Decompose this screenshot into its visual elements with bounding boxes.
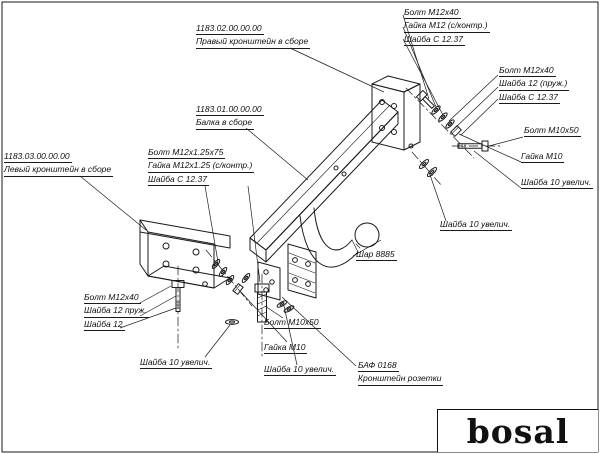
callout-bolt-m10-right: Болт М10х50 — [524, 124, 581, 138]
part-name: Балка в сборе — [196, 116, 255, 130]
washer-label: Шайба 10 увелич. — [140, 356, 213, 370]
bolt-label: Болт М12х40 — [84, 291, 141, 305]
bolt-label: Болт М12х40 — [404, 6, 461, 20]
washer-label: Шайба 10 увелич. — [264, 363, 337, 377]
washer-10-icon — [426, 166, 438, 178]
washer-icon — [431, 105, 441, 115]
washer-label: Шайба С 12.37 — [499, 91, 560, 104]
bolt-label: Болт М10х50 — [264, 316, 321, 330]
nut-label: Гайка М12 (с/контр.) — [404, 19, 490, 33]
brand-logo: bosal — [466, 411, 570, 451]
leader-lines — [79, 14, 524, 367]
washer-icon — [218, 266, 228, 278]
washer-label: Шайба 10 увелич. — [521, 176, 594, 190]
part-number: 1183.03.00.00.00 — [4, 150, 72, 164]
ball-label: Шар 8885 — [356, 248, 397, 262]
part-name: Левый кронштейн в сборе — [4, 163, 114, 177]
callout-washer10-bottom: Шайба 10 увелич. — [264, 363, 337, 377]
callout-washer10-right: Шайба 10 увелич. — [521, 176, 594, 190]
washer-label: Шайба 12 (пруж.) — [499, 77, 570, 91]
bolt-m10x50-icon — [457, 140, 489, 152]
beam — [249, 99, 399, 263]
callout-socket-bracket: БАФ 0168 Кронштейн розетки — [358, 359, 444, 386]
washer-label: Шайба 10 увелич. — [440, 218, 513, 232]
part-name: Кронштейн розетки — [358, 372, 444, 386]
hardware-left — [171, 249, 270, 359]
callout-fasteners-center: Болт М12х1.25х75 Гайка М12х1.25 (с/контр… — [148, 146, 255, 186]
washer-label: Шайба 12 — [84, 318, 125, 331]
bolt-m12x40-icon — [415, 89, 435, 109]
tow-ball — [299, 207, 380, 268]
nut-m12-icon — [450, 125, 462, 137]
socket-bracket — [257, 261, 295, 313]
callout-fasteners-top: Болт М12х40 Гайка М12 (с/контр.) Шайба С… — [404, 6, 490, 46]
callout-bolt-m10-bottom: Болт М10х50 — [264, 316, 321, 330]
part-number: 1183.02.00.00.00 — [196, 22, 264, 36]
callout-beam-assembly: 1183.01.00.00.00 Балка в сборе — [196, 103, 264, 130]
nut-label: Гайка М10 — [264, 341, 308, 355]
right-bracket — [371, 75, 421, 151]
washer-10-icon — [418, 158, 430, 170]
bolt-m12x40-icon — [171, 280, 185, 312]
callout-right-bracket-assembly: 1183.02.00.00.00 Правый кронштейн в сбор… — [196, 22, 311, 49]
washer-label: Шайба С 12.37 — [148, 173, 209, 186]
nut-m10-icon — [232, 283, 244, 295]
callout-washer10-mid: Шайба 10 увелич. — [440, 218, 513, 232]
callout-washer10-left: Шайба 10 увелич. — [140, 356, 213, 370]
part-number: БАФ 0168 — [358, 359, 399, 373]
bolt-label: Болт М12х1.25х75 — [148, 146, 226, 160]
hardware-right — [405, 87, 501, 187]
part-name: Правый кронштейн в сборе — [196, 35, 311, 49]
part-number: 1183.01.00.00.00 — [196, 103, 264, 117]
washer-icon — [445, 119, 455, 129]
washer-10-icon — [225, 319, 239, 325]
brand-logo-box: bosal — [437, 409, 598, 452]
washer-icon — [225, 274, 235, 286]
callout-fasteners-right: Болт М12х40 Шайба 12 (пруж.) Шайба С 12.… — [499, 64, 570, 104]
washer-icon — [241, 272, 251, 284]
nut-label: Гайка М10 — [521, 150, 565, 164]
bolt-label: Болт М10х50 — [524, 124, 581, 138]
washer-icon — [211, 258, 221, 270]
callout-fasteners-left: Болт М12х40 Шайба 12 пруж. Шайба 12 — [84, 291, 149, 331]
bolt-label: Болт М12х40 — [499, 64, 556, 78]
washer-label: Шайба 12 пруж. — [84, 304, 149, 318]
washer-label: Шайба С 12.37 — [404, 33, 465, 46]
callout-nut-m10-bottom: Гайка М10 — [264, 341, 308, 355]
callout-left-bracket-assembly: 1183.03.00.00.00 Левый кронштейн в сборе — [4, 150, 114, 177]
left-bracket — [139, 219, 231, 289]
washer-icon — [438, 112, 448, 122]
nut-label: Гайка М12х1.25 (с/контр.) — [148, 159, 255, 173]
callout-nut-m10-right: Гайка М10 — [521, 150, 565, 164]
callout-ball: Шар 8885 — [356, 248, 397, 262]
ball-mount-plate — [287, 243, 317, 299]
